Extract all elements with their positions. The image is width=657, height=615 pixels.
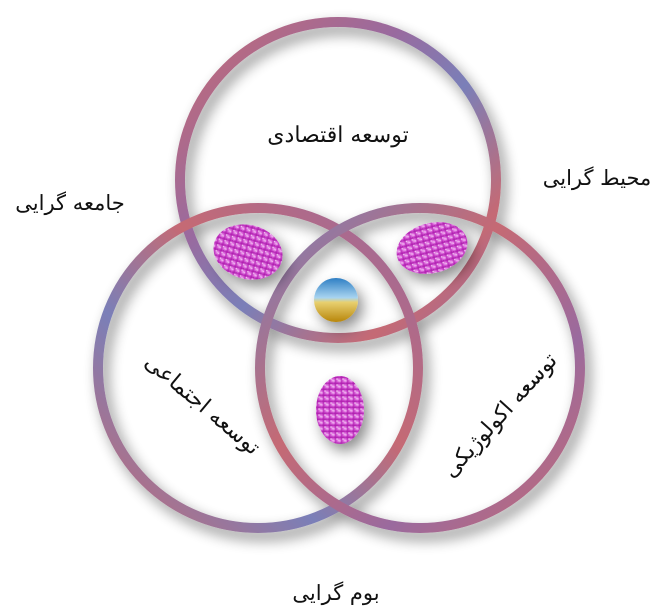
label-environmentalism: محیط گرایی [543, 166, 652, 191]
label-social-development: توسعه اجتماعی [140, 350, 265, 461]
overlap-economic-social-ellipse [207, 217, 289, 287]
label-economic-development: توسعه اقتصادی [267, 123, 408, 148]
label-communitarianism: جامعه گرایی [15, 191, 124, 216]
overlap-social-ecological-ellipse [316, 376, 364, 444]
center-sustainability-icon [314, 278, 358, 322]
label-ecologism: بوم گرایی [292, 581, 379, 606]
